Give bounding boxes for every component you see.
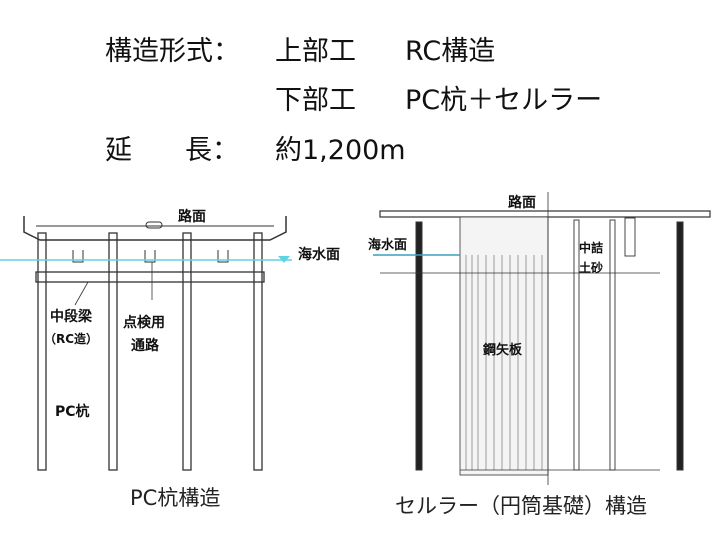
pile (253, 232, 263, 471)
label-fill-2: 土砂 (579, 260, 603, 275)
leader-line (74, 281, 89, 306)
length-value: 約1,200m (275, 135, 406, 166)
length-label-2: 長： (185, 135, 239, 166)
deck-outline (23, 216, 287, 241)
lower-structure-value: PC杭＋セルラー (405, 85, 603, 116)
cap-block (624, 217, 636, 257)
label-road-surface: 路面 (178, 208, 206, 225)
pile (182, 232, 192, 471)
label-fill: 中詰 (579, 240, 603, 255)
label-walkway: 点検用 (123, 314, 165, 331)
label-road-surface-right: 路面 (508, 194, 536, 211)
label-sea-level: 海水面 (298, 246, 340, 263)
sheet-pile-block (459, 216, 549, 476)
pile (108, 232, 118, 471)
pile (415, 221, 423, 471)
length-label-1: 延 (105, 135, 132, 166)
label-mid-beam-rc: （RC造） (44, 331, 98, 346)
pile (573, 219, 580, 471)
sheet-pile-lines (465, 255, 543, 470)
label-pc-pile: PC杭 (55, 403, 90, 420)
deck-bump (145, 221, 163, 229)
mid-beam (35, 271, 265, 283)
piles (37, 232, 263, 471)
pile (676, 221, 684, 471)
label-sheet-pile: 鋼矢板 (482, 342, 523, 358)
label-sea-level-right: 海水面 (368, 237, 407, 253)
caption-pc-pile: PC杭構造 (130, 486, 220, 510)
sea-level-marker-icon (278, 256, 290, 263)
label-walkway-2: 通路 (131, 337, 160, 354)
upper-structure-value: RC構造 (405, 36, 496, 67)
walkways (72, 250, 229, 263)
deck (379, 210, 711, 218)
structure-type-label: 構造形式： (105, 36, 240, 67)
upper-structure-label: 上部工 (275, 36, 356, 67)
label-mid-beam: 中段梁 (50, 308, 93, 325)
pile (609, 219, 616, 471)
pc-pile-diagram (23, 216, 287, 471)
lower-structure-label: 下部工 (275, 85, 356, 116)
pile (37, 232, 47, 471)
cellular-diagram (379, 192, 711, 485)
caption-cellular: セルラー（円筒基礎）構造 (395, 494, 647, 518)
